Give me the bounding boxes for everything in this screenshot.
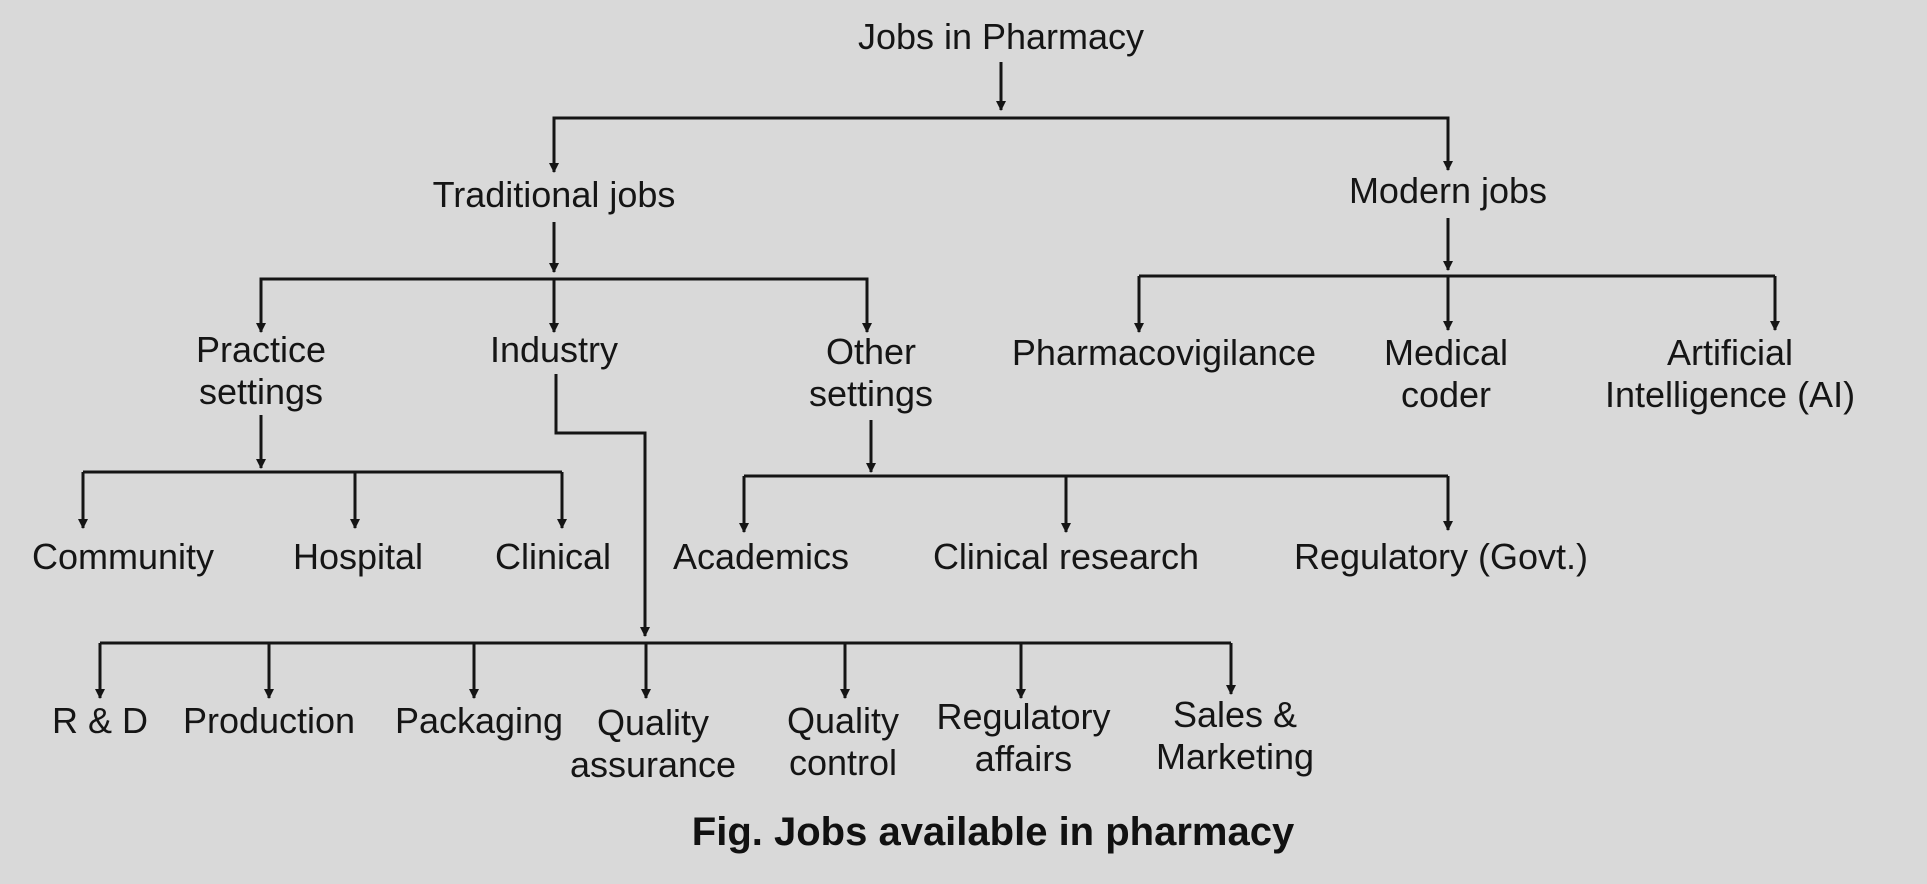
node-label-line1: Sales &: [1172, 694, 1298, 735]
node-label-line1: Artificial: [1666, 332, 1794, 373]
node-label-line2: Intelligence (AI): [1604, 374, 1856, 415]
node-label-line2: affairs: [974, 738, 1073, 779]
node-sales-marketing: Sales & Marketing: [1135, 694, 1335, 778]
node-packaging: Packaging: [384, 700, 574, 742]
node-label-line2: assurance: [569, 744, 737, 785]
node-artificial-intelligence: Artificial Intelligence (AI): [1580, 332, 1880, 416]
branch-level1: [552, 116, 1450, 170]
node-label: Academics: [672, 536, 850, 577]
node-label: R & D: [51, 700, 148, 741]
node-quality-control: Quality control: [763, 700, 923, 784]
node-other-settings: Other settings: [761, 331, 981, 415]
node-label-line2: control: [788, 742, 898, 783]
node-jobs-in-pharmacy: Jobs in Pharmacy: [851, 16, 1151, 58]
node-label: Jobs in Pharmacy: [857, 16, 1145, 57]
node-label: Modern jobs: [1348, 170, 1548, 211]
node-medical-coder: Medical coder: [1346, 332, 1546, 416]
node-label-line1: Other: [825, 331, 917, 372]
node-rnd: R & D: [40, 700, 160, 742]
node-label-line1: Practice: [195, 329, 327, 370]
node-academics: Academics: [656, 536, 866, 578]
node-label: Pharmacovigilance: [1011, 332, 1317, 373]
node-label: Packaging: [394, 700, 564, 741]
node-label: Hospital: [292, 536, 424, 577]
path-industry-down: [554, 374, 650, 637]
node-label: Community: [31, 536, 215, 577]
node-label: Clinical: [494, 536, 612, 577]
node-clinical-research: Clinical research: [906, 536, 1226, 578]
node-quality-assurance: Quality assurance: [558, 702, 748, 786]
node-clinical: Clinical: [473, 536, 633, 578]
node-label-line2: Marketing: [1155, 736, 1315, 777]
node-label-line1: Quality: [596, 702, 710, 743]
node-label: Industry: [489, 329, 619, 370]
node-label: Production: [182, 700, 356, 741]
node-label: Regulatory (Govt.): [1293, 536, 1589, 577]
branch-traditional: [259, 277, 869, 330]
node-modern-jobs: Modern jobs: [1298, 170, 1598, 212]
node-label-line1: Quality: [786, 700, 900, 741]
node-industry: Industry: [454, 329, 654, 371]
figure-caption: Fig. Jobs available in pharmacy: [691, 810, 1295, 854]
node-label: Clinical research: [932, 536, 1200, 577]
node-regulatory-affairs: Regulatory affairs: [921, 696, 1126, 780]
node-label-line2: settings: [198, 371, 324, 412]
node-traditional-jobs: Traditional jobs: [404, 174, 704, 216]
node-regulatory-govt: Regulatory (Govt.): [1266, 536, 1616, 578]
node-label-line1: Regulatory: [936, 696, 1111, 737]
node-label-line2: coder: [1400, 374, 1492, 415]
node-label: Traditional jobs: [432, 174, 676, 215]
node-practice-settings: Practice settings: [151, 329, 371, 413]
node-hospital: Hospital: [268, 536, 448, 578]
node-label-line1: Medical: [1383, 332, 1509, 373]
node-pharmacovigilance: Pharmacovigilance: [984, 332, 1344, 374]
node-community: Community: [23, 536, 223, 578]
node-production: Production: [169, 700, 369, 742]
node-label-line2: settings: [808, 373, 934, 414]
